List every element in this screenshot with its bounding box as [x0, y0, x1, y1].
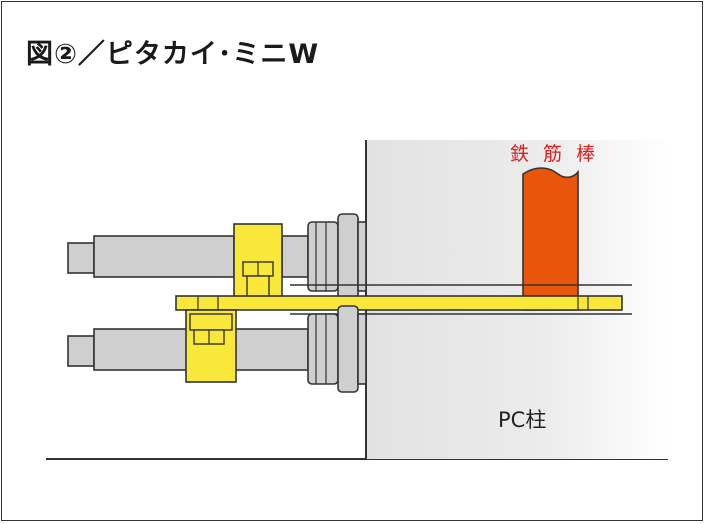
pc-column-label: PC柱 — [498, 408, 547, 432]
lower-bracket — [185, 309, 237, 383]
rebar-label: 鉄 筋 棒 — [510, 143, 600, 165]
upper-jack — [67, 213, 367, 300]
rebar — [522, 167, 579, 311]
upper-bracket — [233, 223, 283, 299]
tie-plate — [175, 284, 632, 315]
figure-title: 図②／ピタカイ･ミニW — [26, 39, 320, 70]
lower-jack — [67, 305, 367, 393]
